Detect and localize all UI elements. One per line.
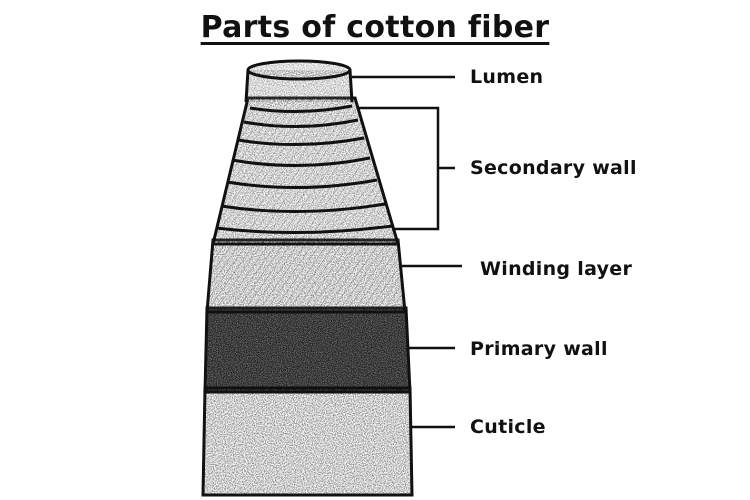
primary-wall-layer	[203, 306, 412, 394]
cuticle-layer	[201, 386, 414, 497]
label-cuticle: Cuticle	[470, 416, 546, 438]
label-winding-layer: Winding layer	[480, 258, 633, 280]
leader-lines	[352, 75, 462, 429]
diagram-title: Parts of cotton fiber	[0, 10, 750, 45]
label-secondary-wall: Secondary wall	[470, 157, 637, 179]
label-lumen: Lumen	[470, 66, 544, 88]
winding-layer-band	[205, 238, 407, 314]
diagram-title-text: Parts of cotton fiber	[200, 10, 550, 45]
lumen-tube	[244, 59, 354, 103]
label-primary-wall: Primary wall	[470, 338, 608, 360]
secondary-wall-layer	[211, 96, 401, 246]
